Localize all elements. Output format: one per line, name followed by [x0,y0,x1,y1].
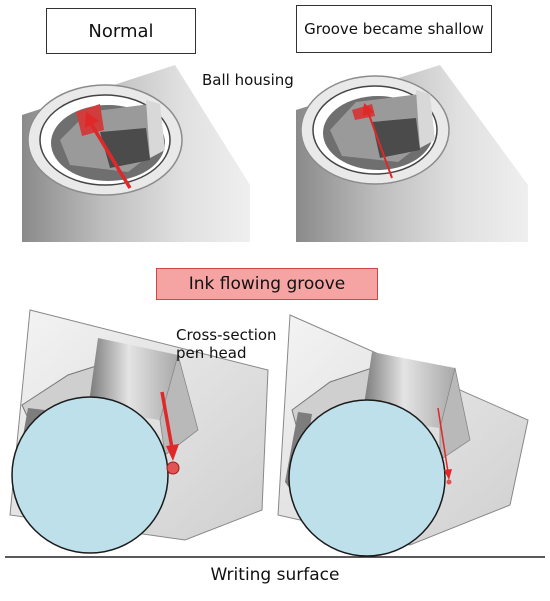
ink-flow-arrow-normal-section [160,391,174,449]
ink-groove-label: Ink flowing groove [188,274,346,294]
arrowhead-icon [166,444,179,461]
cross-section-label: Cross-section pen head [176,326,277,362]
cross-section-normal [9,309,269,554]
arrowhead-icon [85,112,99,128]
writing-surface-label: Writing surface [210,565,340,585]
normal-label-box: Normal [46,8,196,54]
ink-flow-arrow-shallow [367,111,393,179]
shallow-label-box: Groove became shallow [296,5,492,53]
ink-droplet [446,479,452,485]
arrowhead-icon [444,469,452,480]
normal-label: Normal [88,20,154,42]
pen-tip-shallow [296,65,528,242]
ink-flow-arrow-normal [88,121,132,189]
ink-droplet [166,461,180,475]
ball-housing-label: Ball housing [202,71,294,89]
shallow-label: Groove became shallow [304,19,484,38]
pen-tip-normal [22,65,250,242]
ink-flow-arrow-shallow-section [437,407,449,473]
arrowhead-icon [363,103,374,116]
cross-section-shallow [277,314,529,557]
ball [11,396,169,554]
ink-groove-label-box: Ink flowing groove [156,268,378,300]
ball [288,399,446,557]
